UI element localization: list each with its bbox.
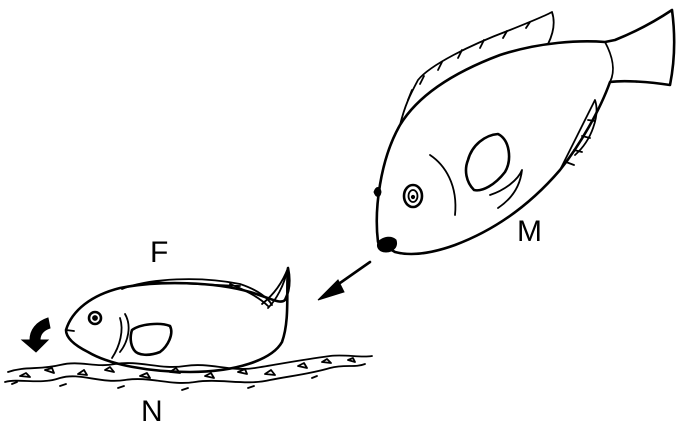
turn-arrow — [22, 318, 50, 352]
approach-arrow — [318, 262, 370, 300]
nest-label: N — [141, 397, 163, 427]
female-fish-mouth — [66, 330, 74, 331]
male-fish-dorsal-rays — [408, 22, 530, 100]
male-fish-pectoral-fin — [466, 134, 509, 190]
female-fish-pectoral-fin — [131, 324, 172, 355]
male-fish-tail-base — [605, 42, 613, 82]
male-fish-dorsal-fin — [400, 12, 554, 125]
substrate-line-1 — [8, 355, 372, 372]
male-label: M — [517, 217, 542, 247]
male-fish-nostril — [374, 188, 381, 197]
male-fish-gill-line — [430, 155, 455, 215]
male-fish-pelvic-fin — [490, 170, 522, 208]
male-fish-mouth — [377, 237, 396, 252]
female-fish-pupil — [93, 316, 98, 321]
male-fish-pupil — [411, 195, 414, 198]
male-fish-anal-fin — [560, 100, 596, 170]
female-label: F — [150, 238, 168, 268]
female-fish — [66, 268, 289, 372]
curved-turn-arrow-icon — [22, 318, 50, 352]
